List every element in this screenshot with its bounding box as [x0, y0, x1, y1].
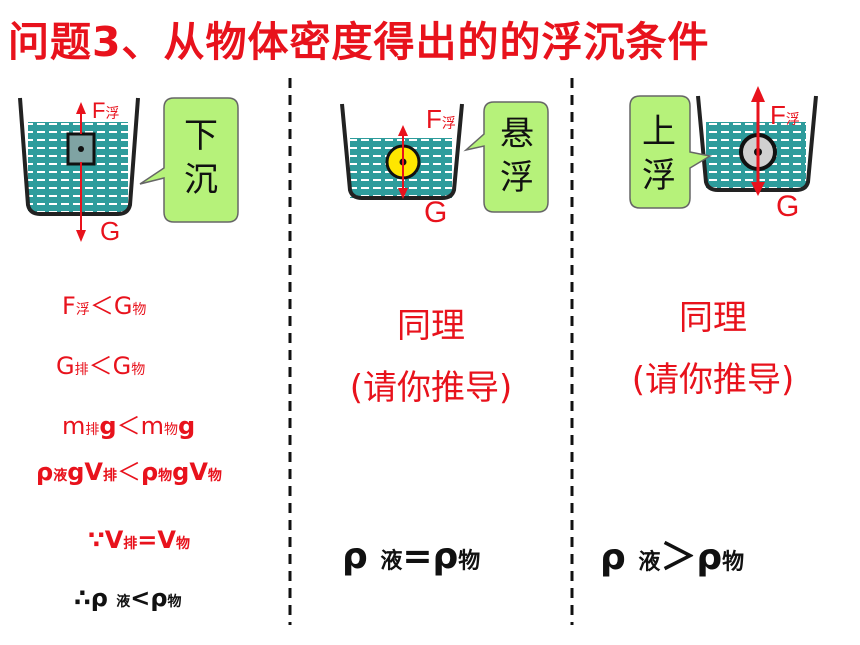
suspend-force-up-label: F浮: [426, 104, 456, 134]
suspend-force-down-label: G: [424, 196, 448, 229]
float-force-up-label: F浮: [770, 100, 800, 130]
formula-sink-conclusion: ∴ρ 液<ρ物: [74, 584, 182, 612]
formula-volume-equal: ∵V排=V物: [88, 526, 190, 554]
float-callout-text: 上浮: [642, 112, 676, 196]
float-result: ρ 液＞ρ物: [600, 537, 745, 578]
formula-mass: m排g＜m物g: [62, 412, 196, 440]
suspend-arrowhead-up: [398, 125, 408, 136]
sink-force-up-label: F浮: [92, 98, 120, 123]
float-callout-bubble: [629, 95, 713, 209]
float-arrowhead-up: [751, 86, 765, 102]
sink-callout-text: 下沉: [184, 116, 218, 200]
suspend-derive-text: (请你推导): [349, 368, 513, 408]
sink-force-down-label: G: [100, 216, 121, 246]
page-title: 问题3、从物体密度得出的的浮沉条件: [8, 18, 710, 66]
float-arrowhead-down: [751, 182, 765, 196]
formula-buoyancy-vs-weight: F浮＜G物: [62, 292, 147, 320]
suspend-result: ρ 液=ρ物: [342, 536, 481, 577]
sink-arrowhead-up: [76, 102, 86, 114]
formula-density: ρ液gV排＜ρ物gV物: [36, 458, 222, 486]
float-force-down-label: G: [776, 190, 800, 223]
suspend-callout-text: 悬浮: [500, 114, 534, 198]
sink-callout-bubble: [139, 97, 239, 223]
suspend-arrowhead-down: [398, 188, 408, 199]
sink-object: [66, 132, 96, 166]
formula-displaced-weight: G排＜G物: [56, 352, 146, 380]
suspend-same-text: 同理: [397, 306, 465, 346]
float-derive-text: (请你推导): [631, 360, 795, 400]
suspend-callout-bubble: [463, 101, 549, 213]
float-same-text: 同理: [679, 298, 747, 338]
sink-arrowhead-down: [76, 230, 86, 242]
